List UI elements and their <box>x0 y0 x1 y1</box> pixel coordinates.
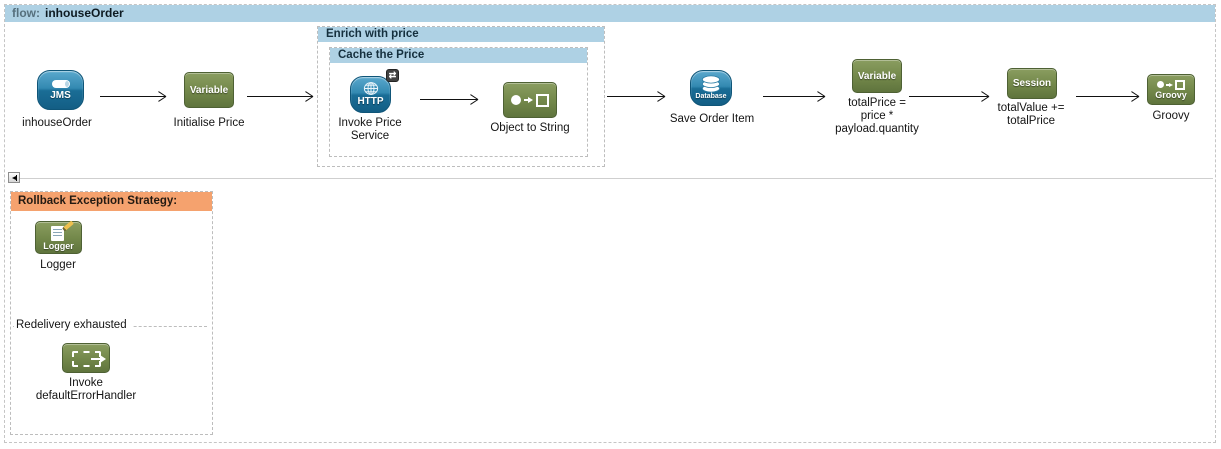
flow-arrow-4 <box>607 96 665 97</box>
session-variable-icon[interactable]: Session <box>1007 68 1057 99</box>
database-cylinder-glyph <box>701 75 721 93</box>
variable-icon-text: Variable <box>189 84 229 96</box>
invoke-price-service-node-label: Invoke Price Service <box>320 117 420 143</box>
arrow-tip-glyph <box>1169 82 1173 87</box>
pencil-glyph <box>62 220 74 232</box>
invoke-price-service-label-line2: Service <box>350 130 390 142</box>
logger-icon[interactable]: Logger <box>35 220 82 254</box>
http-icon-text: HTTP <box>357 96 384 107</box>
flow-arrow-5 <box>763 96 825 97</box>
flow-title-name: inhouseOrder <box>45 6 124 20</box>
cache-scope: Cache the Price <box>329 47 588 157</box>
circle-glyph <box>1157 81 1164 88</box>
collapse-exception-strategy-button[interactable] <box>8 172 20 183</box>
redelivery-exhausted-label: Redelivery exhausted <box>14 319 132 331</box>
enrich-scope-header[interactable]: Enrich with price <box>318 27 604 42</box>
flow-title-prefix: flow: <box>12 6 40 20</box>
collapse-icon-bar <box>15 174 17 181</box>
invoke-flow-ref-icon[interactable] <box>62 343 110 373</box>
logger-icon-text: Logger <box>43 241 74 251</box>
arrow-bar-glyph <box>524 99 528 101</box>
groovy-transform-glyph <box>1157 79 1185 90</box>
invoke-price-service-label-line1: Invoke Price <box>338 117 402 129</box>
session-icon-text: Session <box>1012 78 1052 89</box>
total-value-label-line2: totalPrice <box>1007 115 1055 127</box>
flow-arrow-2 <box>247 96 313 97</box>
variable-initialise-price-icon[interactable]: Variable <box>184 72 234 108</box>
total-value-label-line1: totalValue += <box>997 102 1065 114</box>
jms-endpoint-icon[interactable]: JMS <box>37 70 84 110</box>
save-order-item-node-label: Save Order Item <box>669 113 755 125</box>
square-glyph <box>1175 79 1185 90</box>
rollback-exception-header[interactable]: Rollback Exception Strategy: <box>11 192 212 211</box>
rollback-exception-scope: Rollback Exception Strategy: <box>10 191 213 435</box>
jms-icon-text: JMS <box>50 89 71 101</box>
document-glyph <box>51 226 64 241</box>
globe-icon <box>363 82 378 95</box>
initialise-price-node-label: Initialise Price <box>173 117 245 129</box>
invoke-default-error-handler-node-label: Invoke defaultErrorHandler <box>16 377 156 403</box>
object-to-string-node-label: Object to String <box>490 122 570 134</box>
exchange-badge-icon: ⇄ <box>386 69 399 82</box>
square-glyph <box>536 93 549 107</box>
total-price-label-line3: payload.quantity <box>835 123 919 135</box>
variable-icon-text: Variable <box>857 70 897 82</box>
arrow-bar-glyph <box>1166 83 1169 86</box>
invoke-label-line2: defaultErrorHandler <box>35 390 137 402</box>
jms-cylinder-glyph <box>51 79 70 88</box>
circle-glyph <box>511 95 521 105</box>
database-icon[interactable]: Database <box>690 70 732 106</box>
groovy-component-icon[interactable]: Groovy <box>1147 74 1195 105</box>
object-to-string-glyph <box>511 93 549 107</box>
logger-node-label: Logger <box>40 259 76 271</box>
flow-arrow-3 <box>420 99 478 100</box>
flow-arrow-6 <box>909 96 989 97</box>
invoke-label-line1: Invoke <box>69 377 103 389</box>
arrow-tip-glyph <box>100 355 106 363</box>
flow-section-divider <box>20 178 1213 179</box>
arrow-bar-glyph <box>91 358 100 360</box>
total-price-label-line2: price * <box>860 110 894 122</box>
groovy-node-label: Groovy <box>1152 110 1190 122</box>
arrow-tip-glyph <box>528 97 533 103</box>
jms-node-label: inhouseOrder <box>22 117 92 129</box>
variable-total-price-icon[interactable]: Variable <box>852 59 902 93</box>
database-icon-text: Database <box>695 93 727 100</box>
flow-title-bar[interactable]: flow: inhouseOrder <box>5 5 1215 22</box>
flow-arrow-1 <box>100 96 166 97</box>
object-to-string-icon[interactable] <box>503 82 557 118</box>
total-price-node-label: totalPrice = price * payload.quantity <box>817 97 937 136</box>
collapse-icon <box>11 175 16 180</box>
flow-arrow-7 <box>1076 96 1139 97</box>
total-value-node-label: totalValue += totalPrice <box>971 102 1091 128</box>
http-endpoint-icon[interactable]: HTTP ⇄ <box>350 69 399 113</box>
enrich-scope: Enrich with price <box>317 26 605 167</box>
cache-scope-header[interactable]: Cache the Price <box>330 48 587 63</box>
total-price-label-line1: totalPrice = <box>848 97 906 109</box>
groovy-icon-text: Groovy <box>1155 89 1187 100</box>
